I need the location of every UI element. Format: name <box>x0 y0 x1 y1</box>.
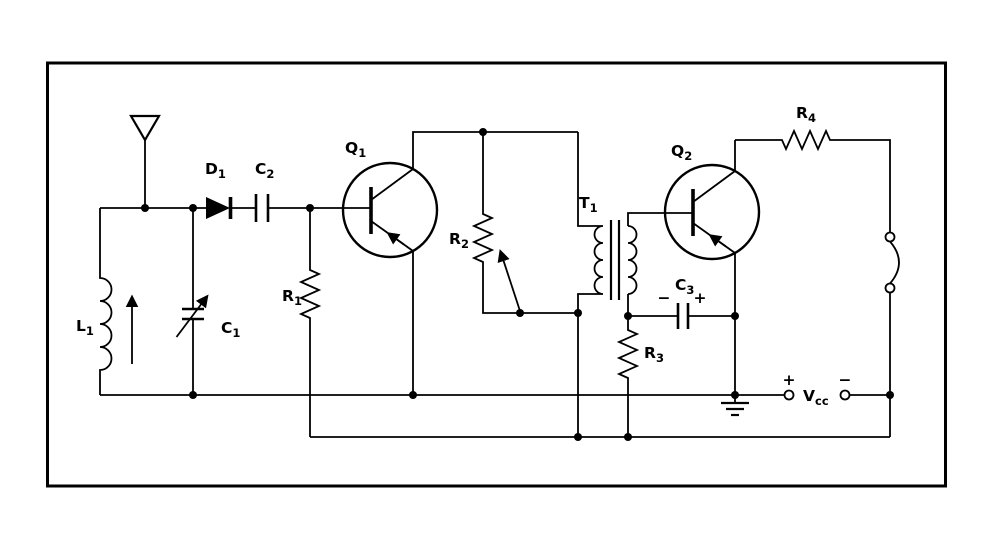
label-c3: C3 <box>675 276 694 297</box>
junction-dot <box>624 433 632 441</box>
supply-rails <box>100 394 890 438</box>
transistor-q1: Q1 <box>341 131 578 395</box>
label-t1: T1 <box>579 194 598 215</box>
transformer-t1: T1 <box>577 132 693 437</box>
resistor-r3: R3 <box>616 294 664 437</box>
junction-dot <box>516 309 524 317</box>
inductor-coil <box>99 208 113 395</box>
emitter-arrow <box>386 232 405 246</box>
junction-dot <box>886 391 894 399</box>
earphone-terminal <box>884 282 896 294</box>
collector-lead <box>692 140 736 203</box>
resistor-zigzag <box>298 208 322 437</box>
primary-winding <box>577 132 604 437</box>
emitter-arrow <box>708 234 727 248</box>
junction-dot <box>409 391 417 399</box>
vcc-minus-terminal <box>839 389 851 401</box>
c3-minus-sign: − <box>658 289 671 307</box>
junction-dot <box>624 312 632 320</box>
label-c1: C1 <box>221 319 240 340</box>
transistor-q2: Q2 <box>663 140 761 395</box>
transistor-circle <box>341 161 439 259</box>
label-vcc: Vcc <box>803 387 829 408</box>
junction-dot <box>731 312 739 320</box>
emitter-lead <box>370 220 414 395</box>
capacitor-c3: − + C3 <box>628 276 735 329</box>
label-r1: R1 <box>282 287 302 308</box>
vcc-minus-sign: − <box>839 371 852 389</box>
junction-dot <box>479 128 487 136</box>
junction-dot <box>189 204 197 212</box>
earphone-symbol <box>884 231 900 437</box>
diagram-border <box>46 61 947 488</box>
diode-d1: D1 <box>205 160 233 219</box>
c3-plus-sign: + <box>694 289 707 307</box>
label-r4: R4 <box>796 104 816 125</box>
vcc-supply: + − Vcc <box>783 371 852 408</box>
earphone-terminal <box>884 231 896 243</box>
junction-dot <box>574 433 582 441</box>
junction-dot <box>574 309 582 317</box>
secondary-winding <box>627 225 638 295</box>
vcc-plus-terminal <box>783 389 795 401</box>
resistor-r1: R1 <box>282 208 322 437</box>
label-r3: R3 <box>644 344 664 365</box>
label-c2: C2 <box>255 160 274 181</box>
antenna-triangle <box>129 114 161 143</box>
junction-dot <box>731 391 739 399</box>
resistor-r4: R4 <box>735 104 891 233</box>
capacitor-c2: C2 <box>254 160 274 222</box>
potentiometer-r2: R2 <box>449 132 578 314</box>
junction-dots <box>141 128 894 441</box>
antenna-symbol <box>129 114 161 208</box>
earphone-arc <box>889 240 900 285</box>
label-q1: Q1 <box>345 139 366 160</box>
junction-dot <box>306 204 314 212</box>
inductor-l1: L1 <box>76 208 139 395</box>
junction-dot <box>141 204 149 212</box>
label-r2: R2 <box>449 230 469 251</box>
label-d1: D1 <box>205 160 226 181</box>
secondary-top-lead <box>627 212 693 226</box>
resistor-zigzag <box>616 294 640 437</box>
label-q2: Q2 <box>671 142 692 163</box>
variable-capacitor-c1: C1 <box>175 208 240 395</box>
junction-dot <box>189 391 197 399</box>
transistor-circle <box>663 163 761 261</box>
wiper-arrow <box>497 249 521 312</box>
collector-lead <box>370 131 578 201</box>
label-l1: L1 <box>76 317 94 338</box>
variable-arrow <box>175 294 209 338</box>
vcc-plus-sign: + <box>783 371 796 389</box>
diode-anode-triangle <box>206 197 230 219</box>
emitter-lead <box>692 222 736 395</box>
resistor-zigzag <box>735 128 891 233</box>
resistor-zigzag <box>471 132 578 314</box>
